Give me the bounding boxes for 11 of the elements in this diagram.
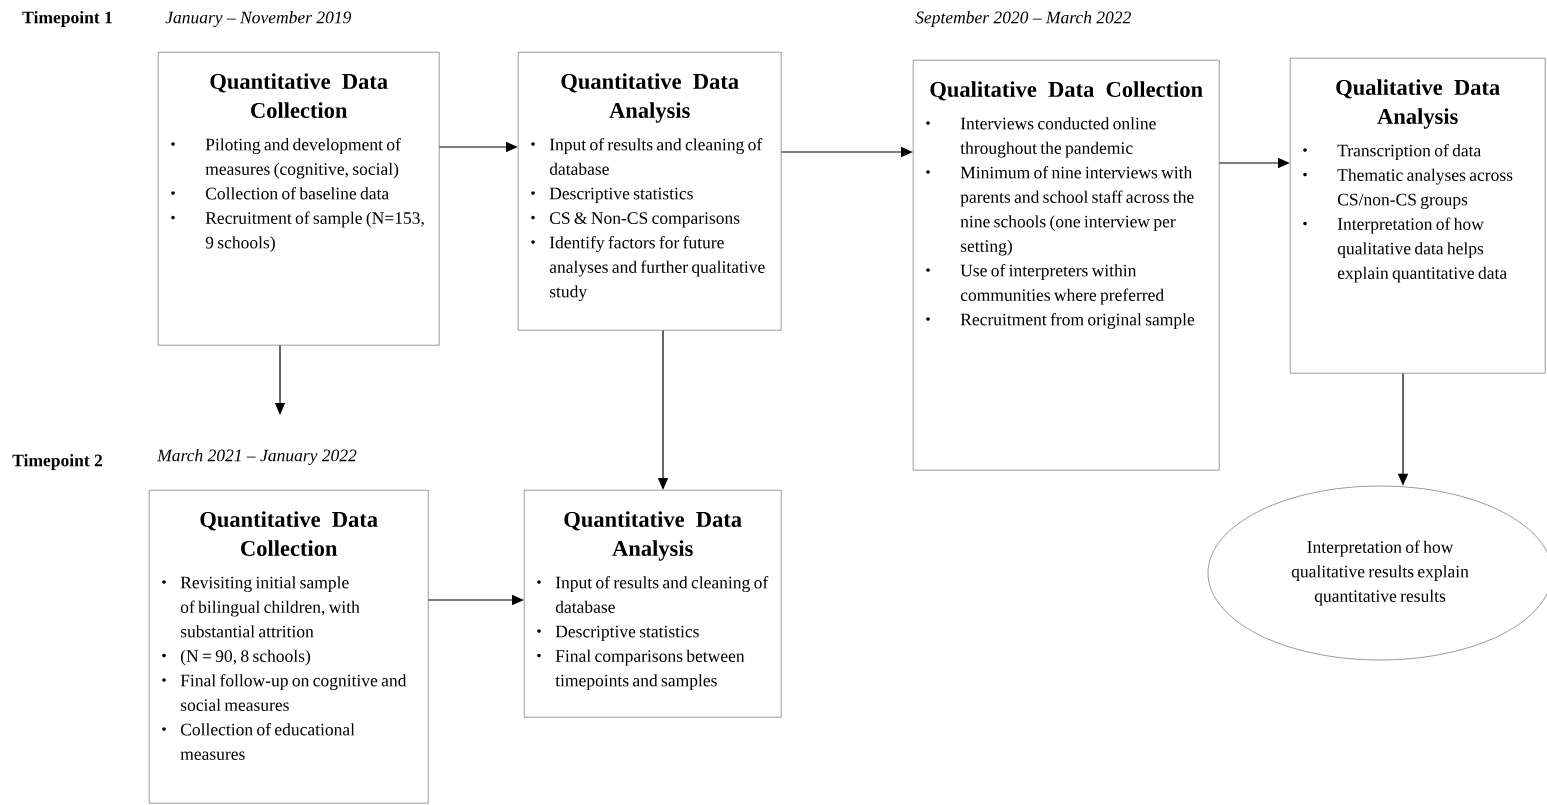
- process-box: Qualitative Data Analysis Transcription of data Thematic analyses across CS/non-CS groups Interpretation of how qualitative data helps explain quantitative data: [1290, 58, 1546, 374]
- timepoint-label: Timepoint 1: [22, 11, 112, 27]
- process-box: Qualitative Data Collection Interviews conducted online throughout the pandemic Minimum of nine interviews with parents and school staff across the nine schools (one interview per setting) Use of interpreters within communities where preferred Recruitment from original sample: [913, 60, 1220, 471]
- process-box: Quantitative Data Collection Revisiting initial sample of bilingual children, with substantial attrition (N = 90, 8 schools) Final follow-up on cognitive and social measures Collection of educational measures: [149, 490, 429, 804]
- date-range-label: March 2021 – January 2022: [157, 449, 357, 465]
- date-range-label: September 2020 – March 2022: [915, 11, 1131, 27]
- process-box: Quantitative Data Collection Piloting and development of measures (cognitive, social) Collection of baseline data Recruitment of sample (N=153, 9 schools): [158, 52, 440, 346]
- timepoint-label: Timepoint 2: [12, 454, 103, 470]
- process-box: Quantitative Data Analysis Input of results and cleaning of database Descriptive statistics CS & Non-CS comparisons Identify factors for future analyses and further qualitative study: [518, 52, 782, 331]
- date-range-label: January – November 2019: [165, 11, 352, 27]
- process-box: Quantitative Data Analysis Input of results and cleaning of database Descriptive statistics Final comparisons between timepoints and samples: [524, 490, 782, 718]
